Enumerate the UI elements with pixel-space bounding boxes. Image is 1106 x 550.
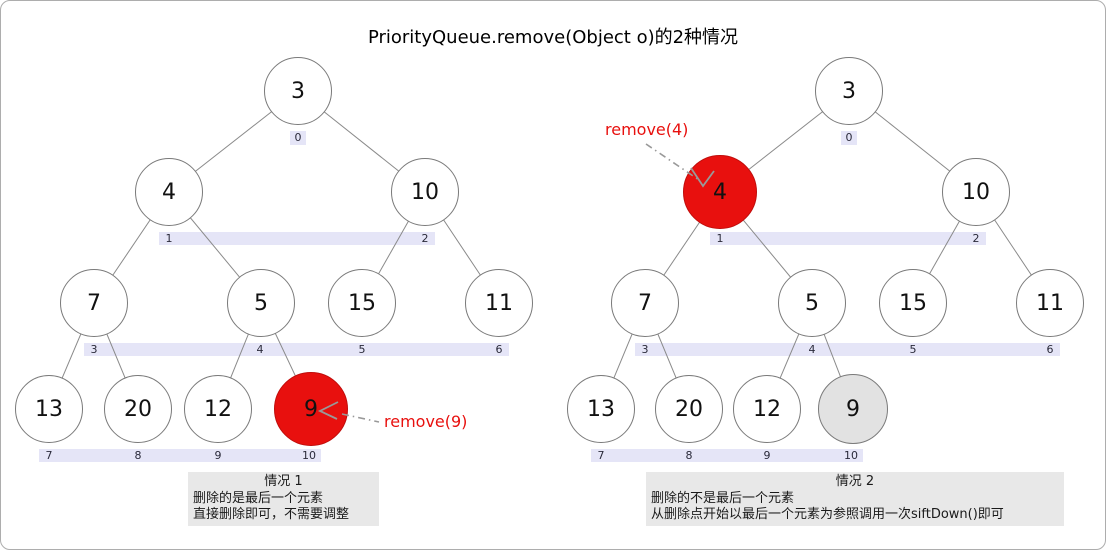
heap-node-right-5: 15 (879, 269, 947, 337)
heap-node-right-10-last: 9 (818, 374, 888, 444)
index-band-left-level2: 3 4 5 6 (84, 343, 509, 356)
heap-node-right-9: 12 (733, 375, 801, 443)
index-band-right-level2: 3 4 5 6 (635, 343, 1060, 356)
index-label: 9 (763, 449, 771, 462)
heap-node-left-6: 11 (465, 269, 533, 337)
index-label: 7 (45, 449, 53, 462)
index-label: 0 (845, 131, 853, 144)
case2-line2: 从删除点开始以最后一个元素为参照调用一次siftDown()即可 (651, 507, 1004, 522)
case1-note: 情况 1 删除的是最后一个元素 直接删除即可，不需要调整 (188, 472, 379, 526)
heap-node-right-7: 13 (567, 375, 635, 443)
index-label: 9 (214, 449, 222, 462)
index-label: 8 (134, 449, 142, 462)
heap-node-left-0: 3 (264, 57, 332, 125)
remove9-arrowhead-icon (317, 401, 339, 420)
heap-node-right-0: 3 (815, 57, 883, 125)
heap-node-left-3: 7 (60, 269, 128, 337)
case2-note: 情况 2 删除的不是最后一个元素 从删除点开始以最后一个元素为参照调用一次sif… (646, 472, 1064, 526)
heap-node-left-8: 20 (104, 375, 172, 443)
heap-node-right-8: 20 (655, 375, 723, 443)
case2-heading: 情况 2 (835, 474, 875, 489)
remove9-arrow-line (341, 413, 380, 423)
index-label: 7 (597, 449, 605, 462)
index-band-right-level0: 0 (841, 131, 857, 145)
index-label: 4 (256, 343, 264, 356)
index-label: 2 (421, 232, 429, 245)
index-label: 0 (294, 131, 302, 144)
case1-heading: 情况 1 (264, 474, 303, 489)
index-label: 5 (909, 343, 917, 356)
index-label: 8 (685, 449, 693, 462)
index-label: 2 (972, 232, 980, 245)
heap-node-right-1-removed: 4 (683, 155, 757, 229)
remove4-label: remove(4) (605, 120, 689, 139)
index-label: 6 (1046, 343, 1054, 356)
remove4-arrowhead-icon (690, 167, 715, 188)
index-label: 3 (641, 343, 649, 356)
index-label: 5 (358, 343, 366, 356)
heap-node-left-10-removed: 9 (274, 372, 348, 446)
index-label: 1 (165, 232, 173, 245)
heap-node-right-3: 7 (611, 269, 679, 337)
index-band-left-level1: 1 2 (159, 232, 435, 245)
index-band-left-level0: 0 (290, 131, 306, 145)
heap-node-right-4: 5 (778, 269, 846, 337)
heap-node-right-2: 10 (942, 158, 1010, 226)
index-label: 10 (302, 449, 316, 462)
index-band-right-level3: 7 8 9 10 (591, 449, 863, 462)
index-band-right-level1: 1 2 (710, 232, 986, 245)
heap-node-left-9: 12 (184, 375, 252, 443)
index-label: 1 (716, 232, 724, 245)
heap-node-left-7: 13 (15, 375, 83, 443)
case2-line1: 删除的不是最后一个元素 (651, 490, 795, 506)
index-band-left-level3: 7 8 9 10 (39, 449, 321, 462)
index-label: 4 (808, 343, 816, 356)
case1-line1: 删除的是最后一个元素 (193, 490, 324, 506)
case1-line2: 直接删除即可，不需要调整 (193, 507, 350, 522)
index-label: 6 (495, 343, 503, 356)
remove4-arrow-line (645, 143, 700, 181)
index-label: 3 (90, 343, 98, 356)
heap-node-left-4: 5 (227, 269, 295, 337)
heap-node-right-6: 11 (1016, 269, 1084, 337)
index-label: 10 (844, 449, 858, 462)
heap-node-left-2: 10 (391, 158, 459, 226)
diagram-title: PriorityQueue.remove(Object o)的2种情况 (367, 27, 739, 48)
remove9-label: remove(9) (384, 412, 468, 431)
heap-node-left-1: 4 (135, 158, 203, 226)
heap-node-left-5: 15 (328, 269, 396, 337)
